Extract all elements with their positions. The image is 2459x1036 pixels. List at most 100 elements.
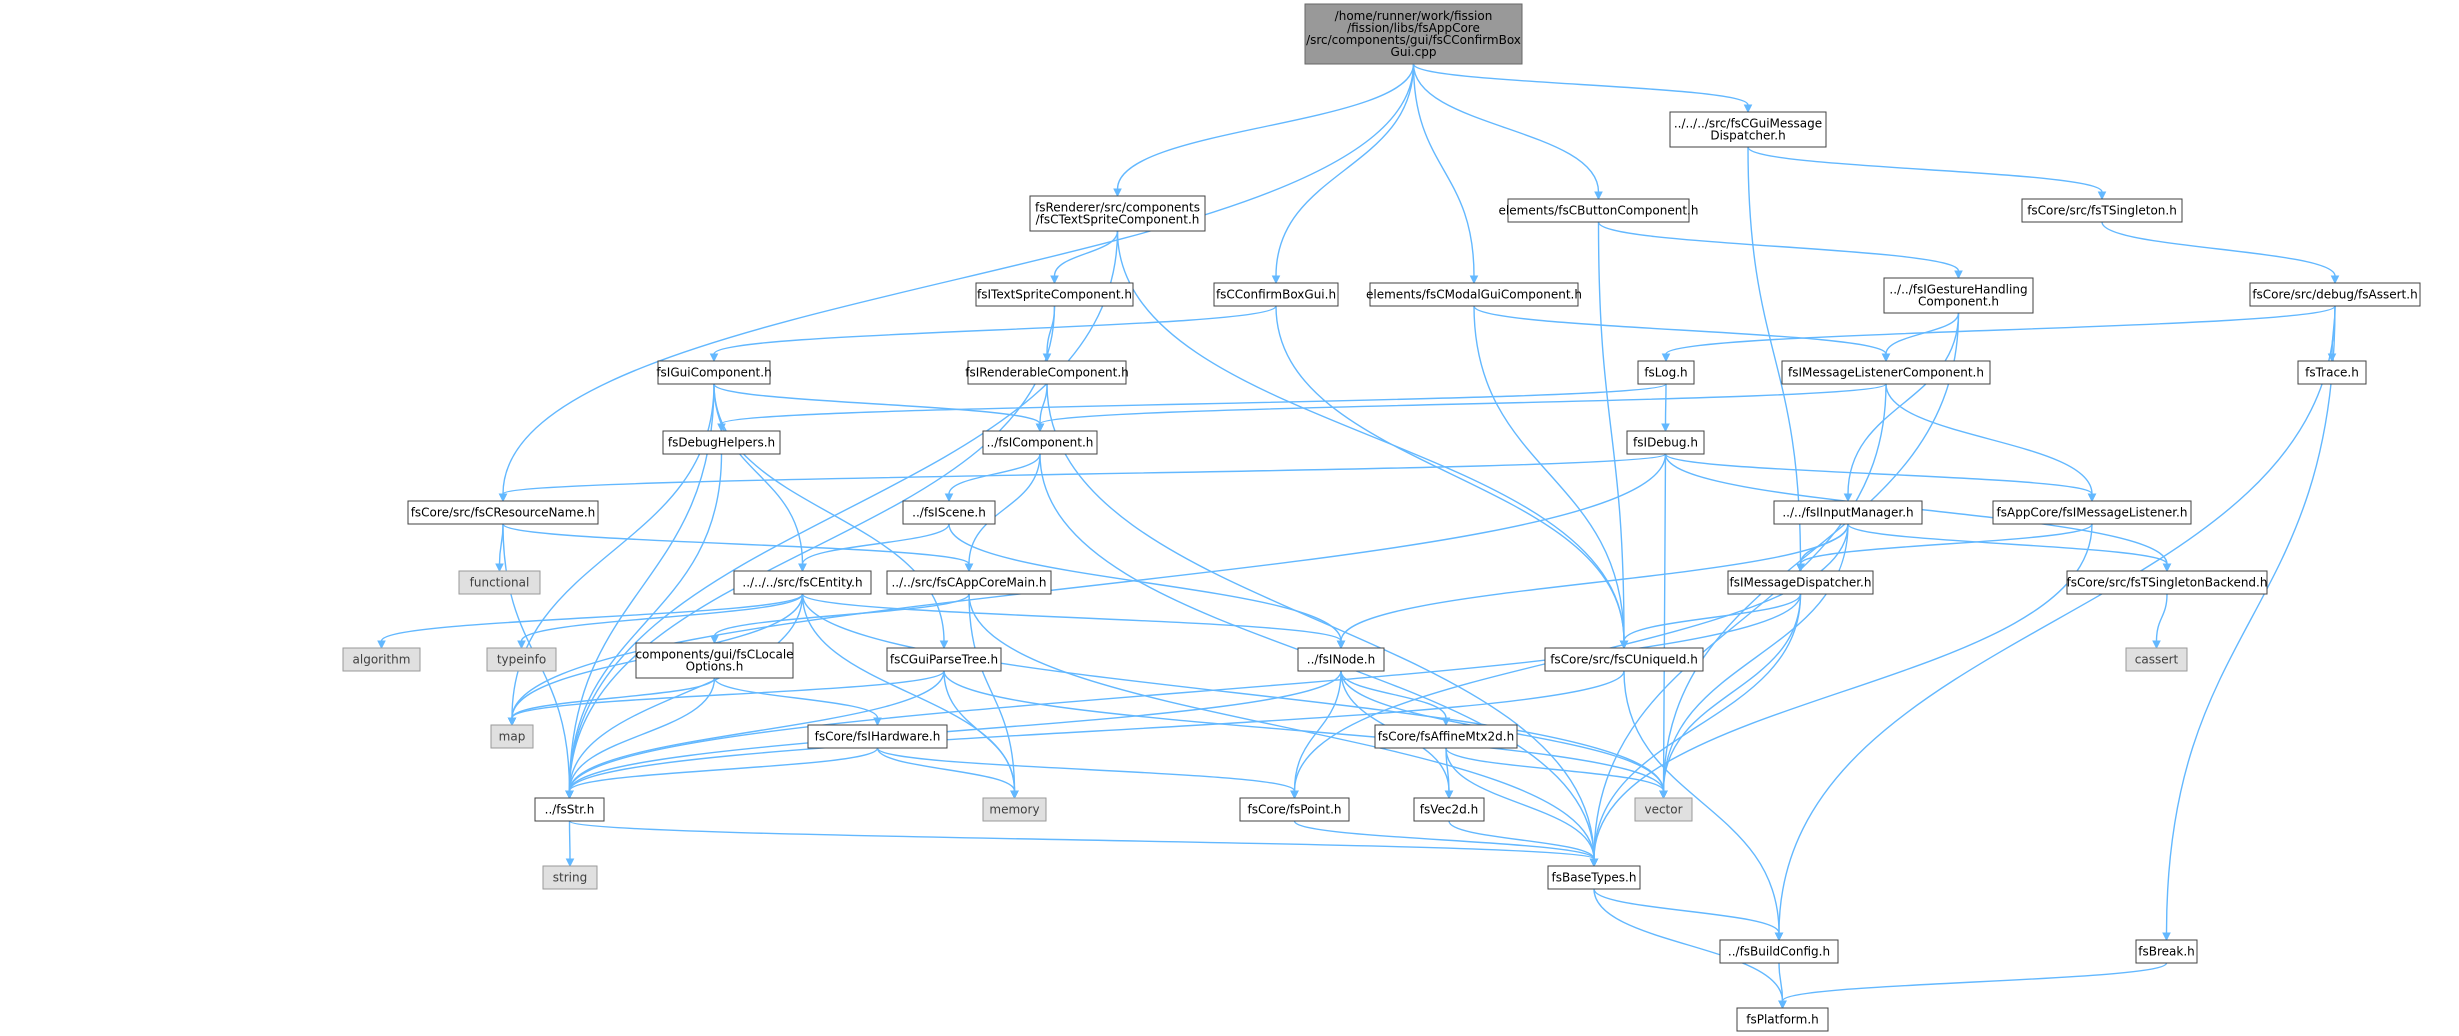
edge-modalgui-to-imsglistenercomp — [1473, 305, 1887, 355]
edge-fsstr-to-basetypes — [568, 820, 1595, 860]
node-box — [2125, 647, 2188, 672]
node-label: /fission/libs/fsAppCore — [1347, 21, 1480, 35]
node-basetypes[interactable]: fsBaseTypes.h — [1547, 865, 1641, 890]
node-buttoncomp[interactable]: elements/fsCButtonComponent.h — [1499, 198, 1699, 223]
node-inode[interactable]: ../fsINode.h — [1297, 647, 1385, 672]
node-fslog[interactable]: fsLog.h — [1637, 360, 1695, 385]
edge-arrow-fsassert-to-fslog — [1661, 353, 1671, 363]
node-tsingleton[interactable]: fsCore/src/fsTSingleton.h — [2021, 198, 2183, 223]
node-platform[interactable]: fsPlatform.h — [1736, 1007, 1829, 1032]
node-imsglistenercomp[interactable]: fsIMessageListenerComponent.h — [1781, 360, 1991, 385]
node-cassert[interactable]: cassert — [2125, 647, 2188, 672]
edge-guiparsetree-to-vector — [943, 670, 1665, 792]
edge-centity-to-algorithm — [380, 593, 804, 642]
node-label: functional — [470, 576, 530, 590]
edge-arrow-resourcename-to-functional — [495, 563, 504, 573]
graph-nodes: /home/runner/work/fission/fission/libs/f… — [342, 3, 2421, 1032]
node-label: elements/fsCButtonComponent.h — [1499, 204, 1699, 218]
node-uniqueid[interactable]: fsCore/src/fsCUniqueId.h — [1544, 647, 1704, 672]
edge-guiparsetree-to-fsstr — [568, 670, 945, 792]
edge-arrow-ihardware-to-memory — [1010, 790, 1019, 800]
node-label: fsAppCore/fsIMessageListener.h — [1997, 506, 2188, 520]
edge-imsgdisp-to-uniqueid — [1623, 593, 1802, 642]
node-map[interactable]: map — [490, 724, 534, 749]
node-box — [657, 360, 771, 385]
node-box — [967, 360, 1127, 385]
node-ihardware[interactable]: fsCore/fsIHardware.h — [807, 724, 948, 749]
node-memory[interactable]: memory — [982, 797, 1047, 822]
edge-root-to-modalgui — [1412, 63, 1475, 277]
node-tsingletonbackend[interactable]: fsCore/src/fsTSingletonBackend.h — [2066, 570, 2268, 595]
node-fstrace[interactable]: fsTrace.h — [2297, 360, 2367, 385]
node-root[interactable]: /home/runner/work/fission/fission/libs/f… — [1304, 3, 1523, 65]
node-functional[interactable]: functional — [458, 570, 541, 595]
node-iguicomp[interactable]: fsIGuiComponent.h — [656, 360, 772, 385]
edge-arrow-guimsgdisp-to-tsingleton — [2097, 191, 2107, 201]
node-confirmbox[interactable]: fsCConfirmBoxGui.h — [1213, 282, 1339, 307]
node-label: fsCore/src/fsTSingletonBackend.h — [2067, 576, 2268, 590]
node-irenderable[interactable]: fsIRenderableComponent.h — [965, 360, 1129, 385]
node-textsprite[interactable]: fsRenderer/src/components/fsCTextSpriteC… — [1029, 195, 1206, 232]
edge-iscene-to-centity — [801, 523, 950, 565]
edge-arrow-fsstr-to-string — [565, 858, 575, 868]
node-fspoint[interactable]: fsCore/fsPoint.h — [1239, 797, 1350, 822]
node-label: Options.h — [686, 660, 744, 674]
node-label: fsPlatform.h — [1746, 1013, 1819, 1027]
node-itextsprite[interactable]: fsITextSpriteComponent.h — [975, 282, 1134, 307]
edge-uniqueid-to-fsstr — [568, 670, 1625, 792]
node-guiparsetree[interactable]: fsCGuiParseTree.h — [886, 647, 1002, 672]
node-label: fsCGuiParseTree.h — [890, 653, 998, 667]
edge-arrow-tsingleton-to-fsassert — [2330, 275, 2340, 285]
node-centity[interactable]: ../../../src/fsCEntity.h — [733, 570, 872, 595]
edge-igesture-to-iinputmgr — [1847, 312, 1960, 495]
node-idebug[interactable]: fsIDebug.h — [1626, 430, 1705, 455]
node-iscene[interactable]: ../fsIScene.h — [902, 500, 996, 525]
node-label: cassert — [2135, 653, 2179, 667]
edge-arrow-imsglistener-to-imsgdisp — [1796, 563, 1805, 573]
node-iinputmgr[interactable]: ../../fsIInputManager.h — [1773, 500, 1923, 525]
node-string[interactable]: string — [542, 865, 598, 890]
edge-root-to-resourcename — [502, 63, 1415, 495]
node-vec2d[interactable]: fsVec2d.h — [1413, 797, 1485, 822]
node-affinemtx[interactable]: fsCore/fsAffineMtx2d.h — [1374, 724, 1518, 749]
node-box — [1239, 797, 1350, 822]
edge-appcoremain-to-memory — [968, 593, 1016, 792]
node-box — [886, 570, 1052, 595]
node-icomponent[interactable]: ../fsIComponent.h — [982, 430, 1098, 455]
edge-fsassert-to-fslog — [1665, 305, 2336, 355]
edge-imsgdisp-to-fsstr — [568, 593, 1802, 792]
node-fsstr[interactable]: ../fsStr.h — [534, 797, 605, 822]
node-debughelpers[interactable]: fsDebugHelpers.h — [662, 430, 781, 455]
node-label: Dispatcher.h — [1710, 129, 1785, 143]
node-fsbreak[interactable]: fsBreak.h — [2135, 939, 2198, 964]
node-box — [342, 647, 421, 672]
node-modalgui[interactable]: elements/fsCModalGuiComponent.h — [1366, 282, 1582, 307]
edge-arrow-igesture-to-iinputmgr — [1843, 493, 1853, 503]
node-label: string — [553, 871, 587, 885]
edge-textsprite-to-uniqueid — [1116, 230, 1625, 642]
node-imsglistener[interactable]: fsAppCore/fsIMessageListener.h — [1992, 500, 2192, 525]
node-box — [1626, 430, 1705, 455]
edge-arrow-fsbreak-to-platform — [1778, 1000, 1787, 1010]
node-label: map — [499, 730, 526, 744]
node-imsgdisp[interactable]: fsIMessageDispatcher.h — [1727, 570, 1874, 595]
node-label: /src/components/gui/fsCConfirmBox — [1306, 33, 1521, 47]
node-vector[interactable]: vector — [1634, 797, 1693, 822]
node-resourcename[interactable]: fsCore/src/fsCResourceName.h — [407, 500, 599, 525]
edge-arrow-appcoremain-to-localeopts — [710, 635, 719, 645]
edge-arrow-centity-to-typeinfo — [517, 640, 526, 650]
node-appcoremain[interactable]: ../../src/fsCAppCoreMain.h — [886, 570, 1052, 595]
edge-debughelpers-to-fsstr — [568, 453, 723, 792]
node-fsassert[interactable]: fsCore/src/debug/fsAssert.h — [2249, 282, 2421, 307]
edge-appcoremain-to-localeopts — [713, 593, 970, 637]
node-box — [1669, 111, 1827, 148]
edge-arrow-iinputmgr-to-inode — [1336, 640, 1346, 650]
node-buildconfig[interactable]: ../fsBuildConfig.h — [1719, 939, 1839, 964]
node-algorithm[interactable]: algorithm — [342, 647, 421, 672]
node-label: fsCore/src/fsCResourceName.h — [411, 506, 596, 520]
node-typeinfo[interactable]: typeinfo — [486, 647, 557, 672]
node-label: fsCore/src/debug/fsAssert.h — [2252, 288, 2417, 302]
